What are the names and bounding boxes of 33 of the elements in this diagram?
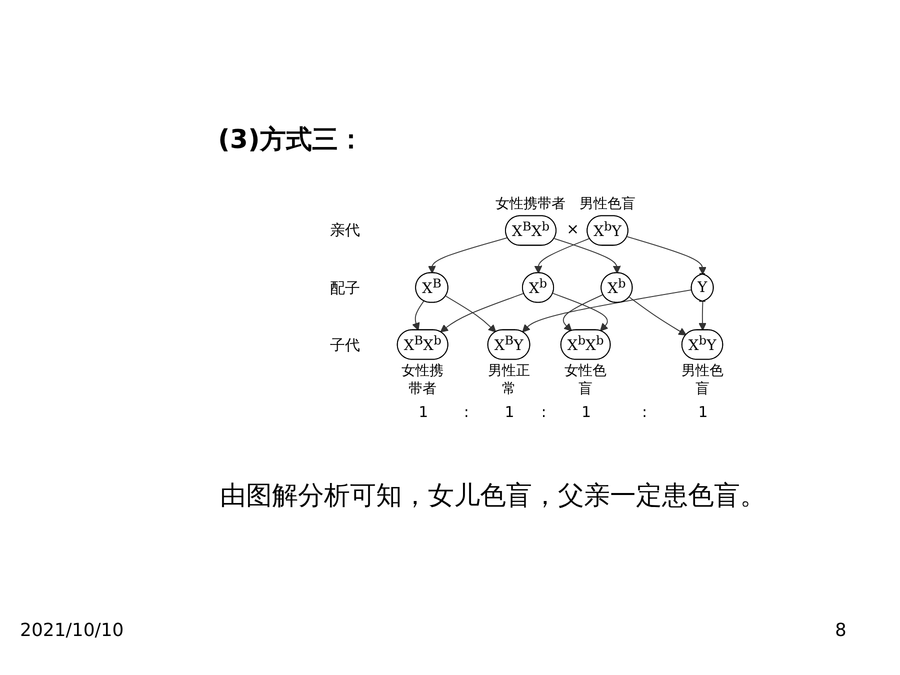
- arrow: [698, 301, 707, 331]
- arrow: [534, 238, 590, 274]
- page-number: 8: [835, 620, 846, 641]
- arrow: [626, 236, 707, 275]
- phenotype-caption: 男性色盲: [580, 194, 636, 213]
- arrow: [554, 238, 621, 274]
- ratio-colon: :: [464, 403, 469, 422]
- ratio-number: 1: [418, 403, 428, 422]
- ratio-number: 1: [504, 403, 514, 422]
- phenotype-caption: 男性正常: [486, 362, 531, 398]
- arrow: [522, 289, 692, 332]
- arrow: [412, 300, 424, 331]
- phenotype-caption: 女性携带者: [400, 362, 445, 398]
- ratio-colon: :: [642, 403, 648, 422]
- conclusion-sentence: 由图解分析可知，女儿色盲，父亲一定患色盲。: [220, 480, 766, 513]
- arrow: [552, 292, 608, 332]
- arrow: [428, 237, 508, 274]
- generation-label: 子代: [330, 336, 360, 355]
- arrow: [440, 292, 524, 332]
- arrow: [562, 294, 604, 332]
- phenotype-caption: 女性色盲: [564, 362, 608, 398]
- heading: (3)方式三：: [218, 124, 364, 157]
- ratio-colon: :: [541, 403, 546, 422]
- ratio-number: 1: [698, 403, 708, 422]
- arrow: [628, 296, 687, 336]
- phenotype-caption: 男性色盲: [680, 362, 724, 398]
- generation-label: 配子: [330, 278, 360, 298]
- arrow: [445, 296, 496, 332]
- ratio-number: 1: [582, 403, 592, 422]
- date-text: 2021/10/10: [20, 620, 124, 641]
- generation-label: 亲代: [330, 221, 360, 240]
- phenotype-caption: 女性携带者: [496, 194, 566, 213]
- cross-sign: ×: [566, 220, 580, 238]
